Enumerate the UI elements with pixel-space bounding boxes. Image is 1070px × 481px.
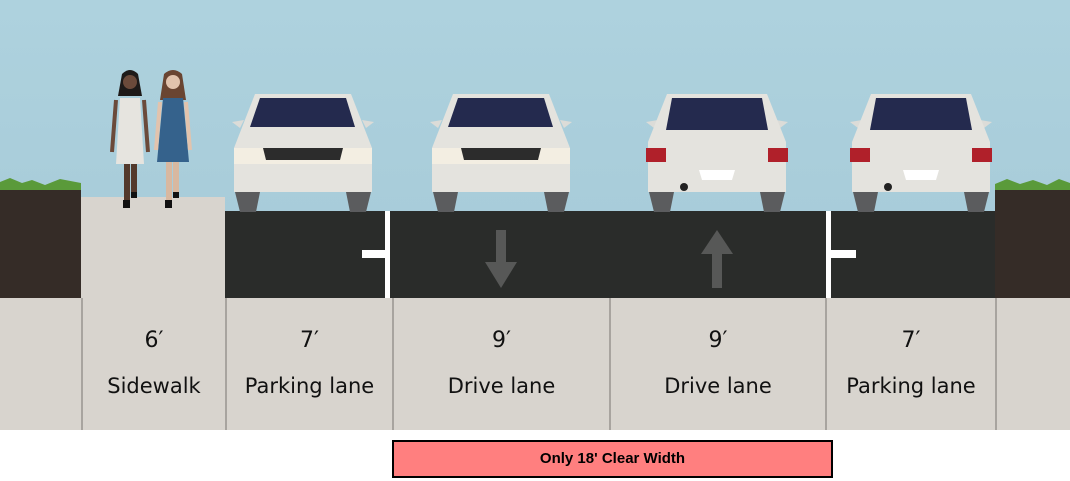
lane-divider-left (385, 211, 390, 298)
pedestrians-illustration (110, 70, 192, 208)
parking-marker-right (830, 250, 856, 258)
arrow-up-icon (701, 230, 733, 288)
drive-car-down (430, 94, 572, 212)
segment-parking-lane-left[interactable]: 7′ Parking lane (225, 298, 392, 430)
parked-car-left (232, 94, 374, 212)
parked-car-right (850, 94, 992, 212)
segment-width: 7′ (300, 328, 319, 353)
clear-width-annotation: Only 18' Clear Width (392, 440, 833, 478)
drive-car-up (646, 94, 788, 212)
soil-right (995, 190, 1070, 298)
segment-parking-lane-right[interactable]: 7′ Parking lane (825, 298, 995, 430)
parking-marker-left (362, 250, 386, 258)
segment-drive-lane-1[interactable]: 9′ Drive lane (392, 298, 609, 430)
arrow-down-icon (485, 230, 517, 288)
roadway (225, 211, 995, 298)
segment-edge-right[interactable] (995, 298, 1070, 430)
segment-name: Drive lane (447, 374, 556, 398)
soil-left (0, 190, 81, 298)
segment-drive-lane-2[interactable]: 9′ Drive lane (609, 298, 825, 430)
segment-name: Sidewalk (107, 374, 201, 398)
segment-name: Parking lane (244, 374, 375, 398)
segment-width: 9′ (492, 328, 511, 353)
lane-divider-right (826, 211, 831, 298)
segment-edge-left[interactable] (0, 298, 81, 430)
segment-sidewalk[interactable]: 6′ Sidewalk (81, 298, 225, 430)
segment-width: 6′ (144, 328, 164, 353)
segment-width: 7′ (901, 328, 921, 353)
segment-name: Parking lane (846, 374, 976, 398)
grass-left (0, 178, 81, 192)
segment-width: 9′ (708, 328, 728, 353)
segment-name: Drive lane (664, 374, 772, 398)
sidewalk-surface (81, 197, 225, 298)
grass-right (995, 179, 1070, 192)
